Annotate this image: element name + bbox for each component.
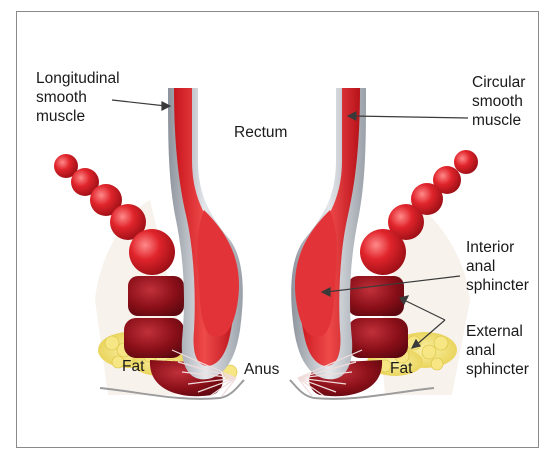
label-interior-anal-sphincter: Interior anal sphincter [466,238,529,295]
label-fat-left: Fat [122,357,144,376]
label-anus: Anus [244,360,279,379]
label-rectum: Rectum [234,123,287,142]
label-longitudinal-smooth-muscle: Longitudinal smooth muscle [36,69,120,126]
label-circular-smooth-muscle: Circular smooth muscle [472,73,525,130]
label-fat-right: Fat [390,359,412,378]
label-external-anal-sphincter: External anal sphincter [466,322,529,379]
